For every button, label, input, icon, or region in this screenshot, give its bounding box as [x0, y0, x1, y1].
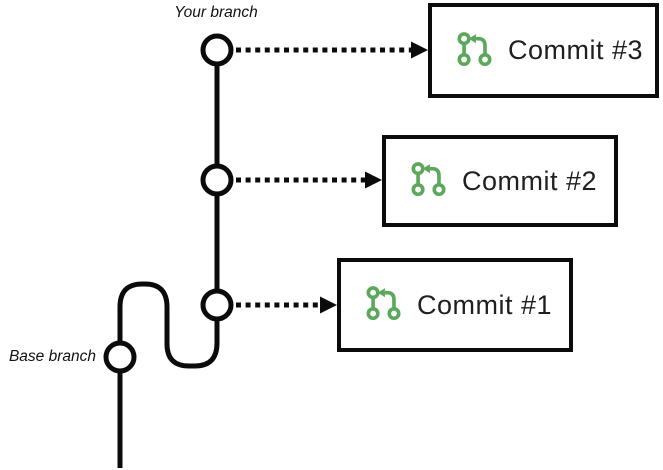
- commit-box-1: Commit #1: [337, 258, 573, 352]
- commit-box-2: Commit #2: [382, 135, 618, 227]
- commit-label-1: Commit #1: [417, 289, 553, 320]
- base-branch-node: [103, 340, 137, 374]
- commit-box-3: Commit #3: [428, 3, 659, 98]
- your-branch-label: Your branch: [174, 4, 258, 21]
- branch-line: [117, 50, 220, 468]
- commit-label-3: Commit #3: [508, 35, 644, 65]
- base-branch-label: Base branch: [8, 348, 96, 365]
- commit-node-1: [200, 288, 234, 322]
- commit-node-2: [200, 163, 234, 197]
- arrowhead-icon: [320, 296, 337, 314]
- git-pull-request-icon: [411, 162, 446, 197]
- arrow-commit-1: [236, 296, 337, 314]
- git-pull-request-icon: [457, 31, 492, 66]
- arrowhead-icon: [411, 41, 428, 59]
- arrowhead-icon: [365, 171, 382, 189]
- arrow-commit-2: [236, 171, 382, 189]
- arrow-commit-3: [236, 41, 428, 59]
- commit-label-2: Commit #2: [462, 165, 598, 196]
- commit-node-3: [200, 33, 234, 67]
- git-pull-request-icon: [366, 286, 401, 321]
